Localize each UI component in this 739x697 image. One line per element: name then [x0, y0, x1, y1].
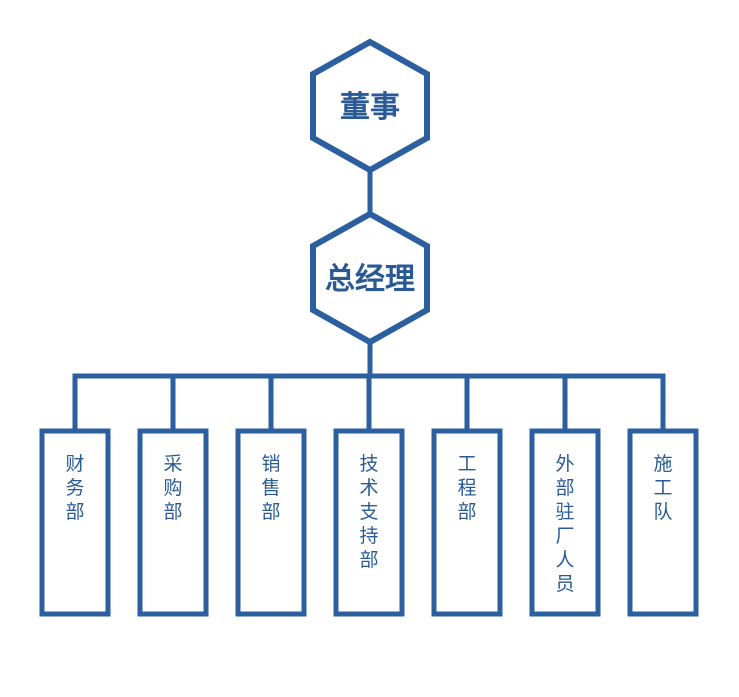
- node-label-general-manager: 总经理: [325, 262, 415, 297]
- department-procurement: 采购部: [137, 428, 209, 617]
- hexagon-shape: [310, 210, 430, 346]
- department-label-finance: 财务部: [65, 453, 84, 523]
- hexagon-shape: [310, 38, 430, 174]
- department-label-sales: 销售部: [261, 453, 280, 523]
- node-general-manager: 总经理: [310, 210, 430, 346]
- department-box: [39, 428, 111, 617]
- department-box: [333, 428, 405, 617]
- node-board: 董事: [310, 38, 430, 174]
- department-sales: 销售部: [235, 428, 307, 617]
- node-label-board: 董事: [340, 90, 400, 125]
- department-construction-team: 施工队: [627, 428, 699, 617]
- department-box: [529, 428, 601, 617]
- department-engineering: 工程部: [431, 428, 503, 617]
- department-tech-support: 技术支持部: [333, 428, 405, 617]
- department-label-engineering: 工程部: [457, 453, 476, 523]
- department-boxes: 财务部 采购部 销售部 技术支持部 工程部 外部驻厂人员 施工队: [39, 428, 699, 617]
- department-label-procurement: 采购部: [163, 453, 182, 523]
- department-external-staff: 外部驻厂人员: [529, 428, 601, 617]
- department-finance: 财务部: [39, 428, 111, 617]
- department-box: [137, 428, 209, 617]
- department-box: [235, 428, 307, 617]
- connector-lines: [72, 170, 666, 431]
- department-box: [431, 428, 503, 617]
- department-box: [627, 428, 699, 617]
- department-label-external-staff: 外部驻厂人员: [555, 453, 574, 595]
- department-label-tech-support: 技术支持部: [359, 453, 378, 571]
- department-label-construction-team: 施工队: [653, 453, 672, 523]
